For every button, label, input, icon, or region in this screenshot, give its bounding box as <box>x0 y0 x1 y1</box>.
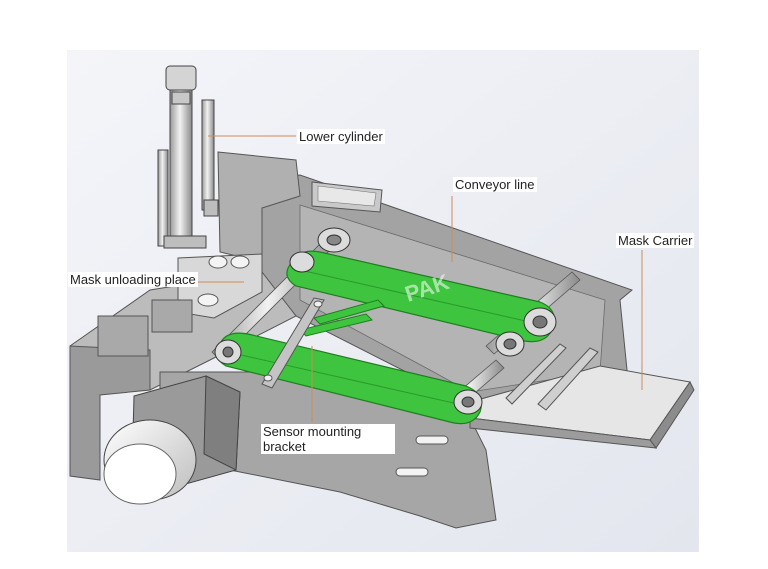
motor-icon <box>103 375 241 505</box>
label-lower-cylinder: Lower cylinder <box>297 129 385 144</box>
label-sensor-mounting-bracket: Sensor mounting bracket <box>261 424 395 454</box>
label-mask-carrier: Mask Carrier <box>616 233 695 248</box>
pulley-group <box>214 227 557 415</box>
label-conveyor-line: Conveyor line <box>453 177 537 192</box>
label-mask-unloading-place: Mask unloading place <box>68 272 198 287</box>
sensor-bracket <box>261 297 325 389</box>
cylinder-icon <box>157 65 219 249</box>
rear-upright <box>217 151 301 263</box>
